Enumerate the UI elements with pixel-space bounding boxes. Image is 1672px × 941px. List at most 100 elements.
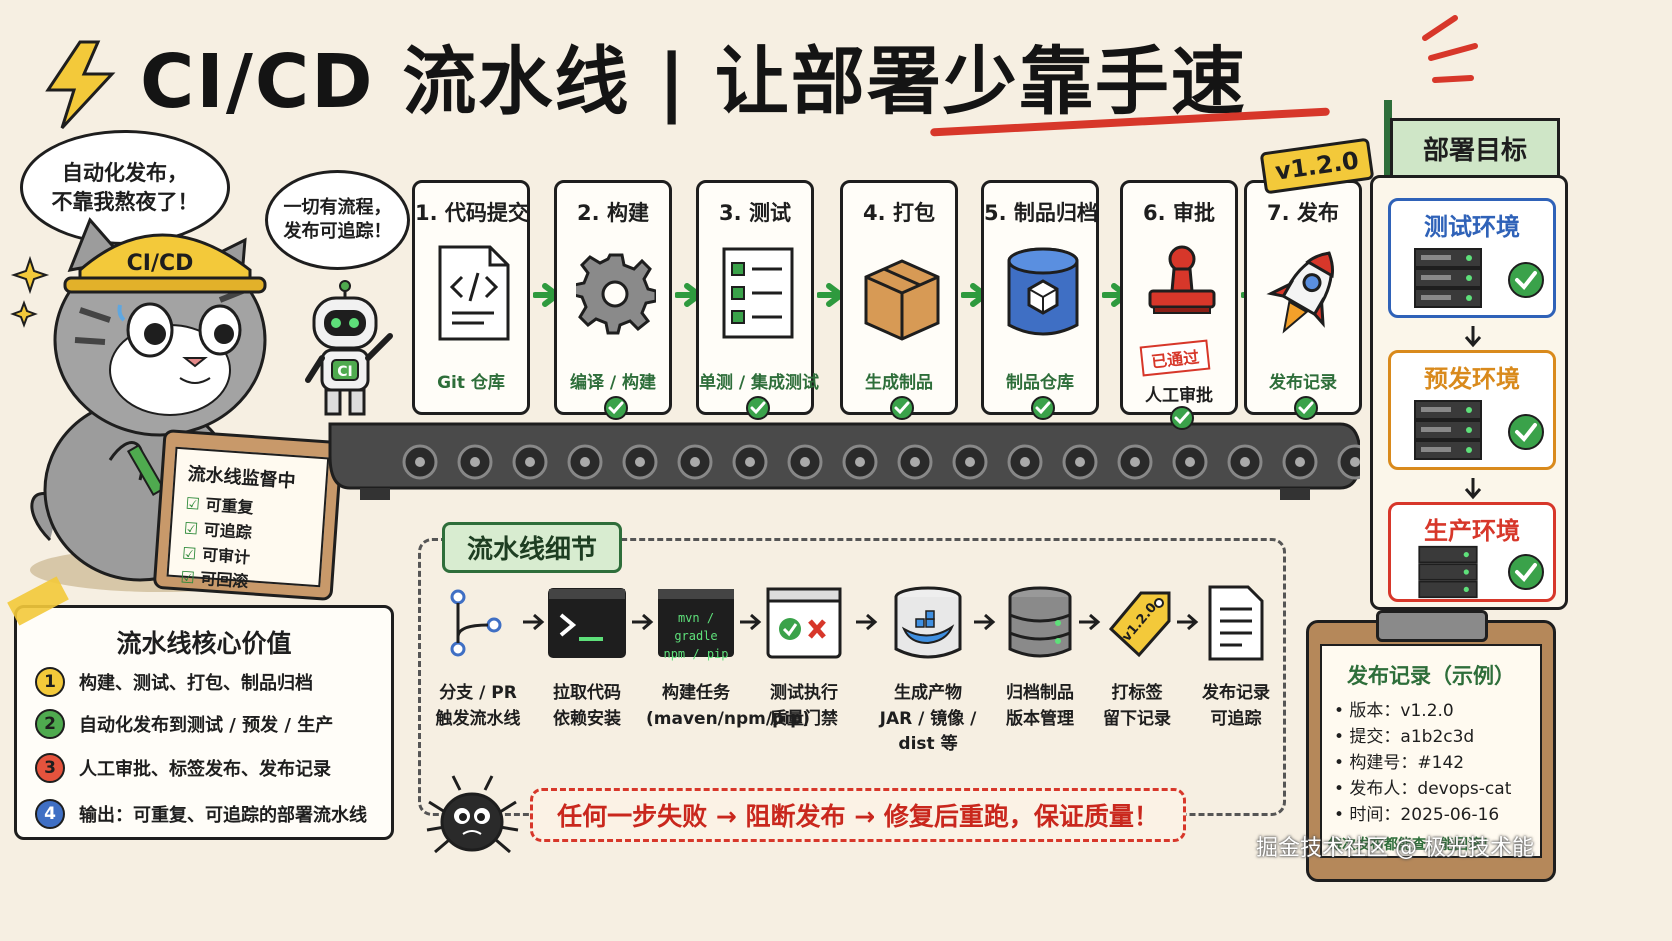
stage-title: 5. 制品归档 [984, 201, 1098, 225]
detail-step-label: 测试执行质量门禁 [770, 683, 838, 729]
check-circle-icon [1294, 396, 1318, 420]
check-circle-icon [1031, 396, 1055, 420]
detail-step-label: 构建任务(maven/npm/pip) [646, 683, 811, 729]
core-value-number: 1 [35, 667, 65, 697]
approved-stamp-label: 已通过 [1139, 339, 1211, 377]
arrow-right-icon [1078, 613, 1100, 631]
stage-subtitle: 发布记录 [1269, 373, 1337, 393]
check-circle-icon [1170, 406, 1194, 430]
core-value-number: 4 [35, 799, 65, 829]
core-value-number: 2 [35, 709, 65, 739]
detail-step-4: 测试执行质量门禁 [754, 585, 854, 732]
bug-icon [426, 775, 519, 854]
pipeline-stage-5: 5. 制品归档制品仓库 [981, 180, 1099, 420]
clipboard-title: 流水线监督中 [186, 463, 297, 493]
env-staging: 预发环境 [1388, 350, 1556, 470]
detail-step-2: 拉取代码依赖安装 [537, 585, 637, 732]
robot-bubble-line-1: 一切有流程， [283, 196, 392, 218]
database-icon [990, 585, 1090, 665]
release-record-footer: 每次发布都能查，能回滚！ [1328, 837, 1496, 853]
checkbox-checked-icon: ☑ [179, 567, 196, 588]
stage-subtitle: 人工审批 [1145, 386, 1213, 406]
env-title: 预发环境 [1424, 365, 1520, 393]
core-values-panel: 流水线核心价值 1 构建、测试、打包、制品归档 2 自动化发布到测试 / 预发 … [14, 605, 394, 840]
flag-pole [1384, 100, 1392, 180]
arrow-right-icon [974, 613, 996, 631]
cat-bubble-line-2: 不靠我熬夜了！ [51, 189, 199, 214]
check-circle-icon [1508, 414, 1544, 450]
detail-step-8: 发布记录可追踪 [1186, 585, 1286, 732]
stage-title: 6. 审批 [1143, 201, 1215, 225]
core-value-item: 3 人工审批、标签发布、发布记录 [35, 750, 331, 786]
core-value-item: 4 输出：可重复、可追踪的部署流水线 [35, 796, 367, 832]
arrow-right-icon [856, 613, 878, 631]
robot-mascot-illustration: CI [305, 280, 393, 416]
arrow-down-icon [1464, 478, 1482, 500]
deploy-targets-flag: 部署目标 [1390, 118, 1560, 178]
stage-subtitle: 单测 / 集成测试 [699, 373, 820, 393]
failure-policy-banner: 任何一步失败 → 阻断发布 → 修复后重跑，保证质量！ [530, 788, 1186, 842]
page-title: CI/CD 流水线 | 让部署少靠手速 [140, 39, 1247, 125]
release-record-line: • 发布人：devops-cat [1334, 779, 1512, 799]
supervision-clipboard: 流水线监督中 ☑ 可重复 ☑ 可追踪 ☑ 可审计 ☑ 可回滚 [152, 428, 344, 602]
stage-title: 1. 代码提交 [415, 201, 529, 225]
arrow-right-icon [1176, 613, 1198, 631]
release-record-paper: 发布记录（示例） • 版本：v1.2.0 • 提交：a1b2c3d • 构建号：… [1320, 644, 1542, 858]
stage-title: 3. 测试 [719, 201, 791, 225]
core-value-item: 1 构建、测试、打包、制品归档 [35, 664, 313, 700]
robot-speech-bubble: 一切有流程， 发布可追踪！ [265, 170, 410, 270]
arrow-right-icon [740, 613, 762, 631]
pipeline-stage-6: 6. 审批已通过人工审批 [1120, 180, 1238, 430]
check-circle-icon [1508, 262, 1544, 298]
core-value-text: 构建、测试、打包、制品归档 [79, 673, 313, 694]
docker-container-icon [878, 585, 978, 665]
pipeline-stage-2: 2. 构建编译 / 构建 [554, 180, 672, 420]
deploy-targets-panel: 测试环境 预发环境 生产环境 [1370, 175, 1568, 610]
stage-subtitle: 生成制品 [865, 373, 933, 393]
robot-badge: CI [337, 364, 352, 380]
document-icon [1186, 585, 1286, 665]
test-window-icon [754, 585, 854, 665]
checkbox-checked-icon: ☑ [183, 518, 199, 539]
conveyor-belt [328, 422, 1360, 500]
core-values-title: 流水线核心价值 [116, 629, 292, 658]
check-circle-icon [1508, 554, 1544, 590]
check-circle-icon [746, 396, 770, 420]
detail-step-6: 归档制品版本管理 [990, 585, 1090, 732]
tag-icon: v1.2.0 [1087, 585, 1187, 665]
core-value-text: 输出：可重复、可追踪的部署流水线 [79, 805, 367, 826]
release-record-line: • 时间：2025-06-16 [1334, 805, 1500, 825]
detail-step-label: 打标签留下记录 [1103, 683, 1171, 729]
detail-step-label: 发布记录可追踪 [1202, 683, 1270, 729]
core-value-text: 自动化发布到测试 / 预发 / 生产 [79, 715, 334, 736]
stage-subtitle: 编译 / 构建 [569, 373, 657, 393]
clipboard-clamp [1376, 610, 1488, 642]
core-value-item: 2 自动化发布到测试 / 预发 / 生产 [35, 706, 333, 742]
stage-title: 4. 打包 [863, 201, 935, 225]
stage-title: 7. 发布 [1267, 201, 1339, 225]
detail-step-7: v1.2.0 打标签留下记录 [1087, 585, 1187, 732]
lightning-bolt-icon [45, 40, 116, 130]
stage-title: 2. 构建 [577, 201, 649, 225]
git-branch-icon [428, 585, 528, 665]
stage-subtitle: 制品仓库 [1006, 373, 1074, 393]
release-record-line: • 构建号：#142 [1334, 753, 1465, 773]
pipeline-stage-3: 3. 测试单测 / 集成测试 [696, 180, 820, 420]
env-test: 测试环境 [1388, 198, 1556, 318]
server-rack-icon [1418, 545, 1478, 599]
pipeline-details-title: 流水线细节 [442, 522, 623, 573]
check-circle-icon [890, 396, 914, 420]
watermark: 掘金技术社区 @ 极光技术能 [1256, 836, 1534, 861]
arrow-right-icon [522, 613, 544, 631]
detail-step-label: 归档制品版本管理 [1006, 683, 1074, 729]
emphasis-strokes-icon [1422, 15, 1478, 83]
check-circle-icon [604, 396, 628, 420]
cat-speech-bubble: 自动化发布， 不靠我熬夜了！ [20, 130, 230, 245]
